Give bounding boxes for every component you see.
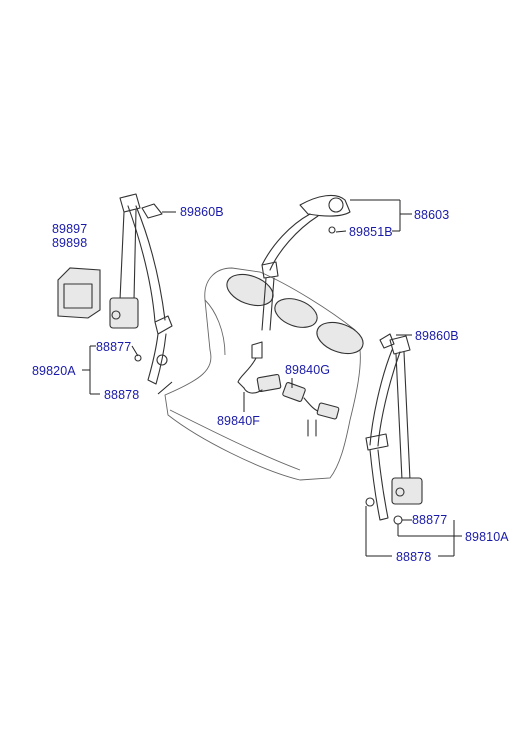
part-label-89851b: 89851B	[349, 225, 393, 239]
part-label-89820a: 89820A	[32, 364, 76, 378]
right-retractor	[391, 477, 423, 505]
part-label-89897: 89897	[52, 222, 88, 236]
headrest-center	[274, 298, 318, 328]
part-label-89810a: 89810A	[465, 530, 509, 544]
left-retractor	[109, 297, 139, 329]
part-label-89840g: 89840G	[285, 363, 331, 377]
leader-lines	[82, 199, 462, 557]
left-guide-cap	[141, 203, 163, 219]
part-label-89860b-right: 89860B	[415, 329, 459, 343]
part-label-88878-right: 88878	[396, 550, 432, 564]
center-seat-belt	[261, 194, 351, 331]
part-label-88877-left: 88877	[96, 340, 132, 354]
part-label-88877-right: 88877	[412, 513, 448, 527]
headrest-right	[316, 321, 364, 355]
part-label-89898: 89898	[52, 236, 88, 250]
part-label-88878-left: 88878	[104, 388, 140, 402]
left-seat-belt	[109, 193, 173, 385]
part-label-89840f: 89840F	[217, 414, 260, 428]
center-buckles	[237, 341, 340, 437]
rear-seat	[164, 267, 364, 481]
headrest-left	[226, 273, 274, 307]
right-seat-belt	[365, 333, 423, 525]
left-trim-cover	[57, 267, 101, 319]
part-label-89860b-left: 89860B	[180, 205, 224, 219]
right-guide-cap	[379, 333, 395, 349]
part-label-88603: 88603	[414, 208, 450, 222]
